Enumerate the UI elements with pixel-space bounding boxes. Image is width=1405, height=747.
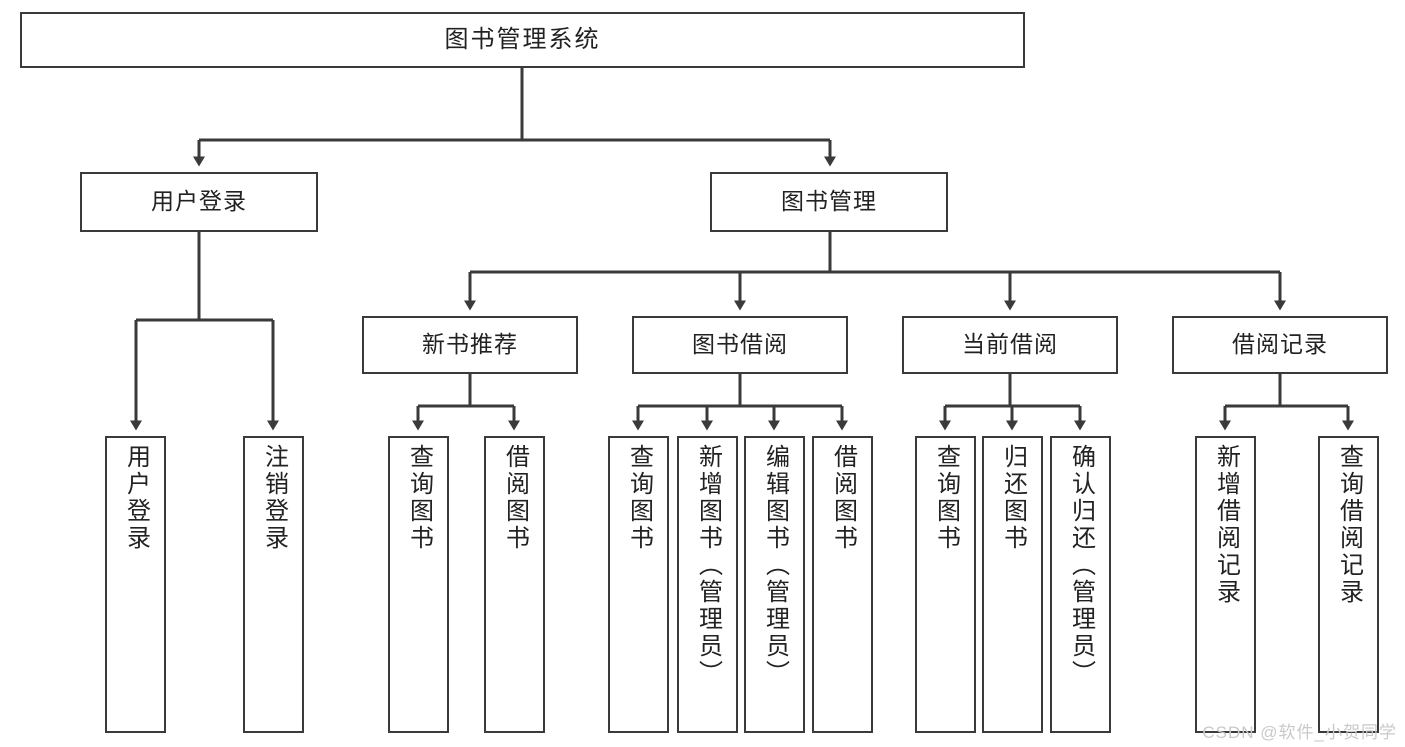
node-book-borrow[interactable]: 图书借阅 [632, 316, 848, 374]
node-leaf-query-book-1-label: 查询图书 [405, 444, 433, 552]
node-leaf-edit-book-label: 编辑图书（管理员） [761, 444, 789, 687]
node-leaf-query-book-1[interactable]: 查询图书 [388, 436, 449, 733]
node-current-borrow[interactable]: 当前借阅 [902, 316, 1118, 374]
node-book-manage[interactable]: 图书管理 [710, 172, 948, 232]
node-book-manage-label: 图书管理 [781, 188, 877, 215]
node-leaf-borrow-book-2[interactable]: 借阅图书 [812, 436, 873, 733]
node-leaf-query-book-3[interactable]: 查询图书 [915, 436, 976, 733]
node-leaf-query-book-2-label: 查询图书 [625, 444, 653, 552]
node-leaf-confirm-return[interactable]: 确认归还（管理员） [1050, 436, 1111, 733]
node-leaf-add-book-label: 新增图书（管理员） [694, 444, 722, 687]
node-leaf-borrow-book-1-label: 借阅图书 [501, 444, 529, 552]
node-leaf-return-book[interactable]: 归还图书 [982, 436, 1043, 733]
node-new-book-rec[interactable]: 新书推荐 [362, 316, 578, 374]
node-current-borrow-label: 当前借阅 [962, 331, 1058, 358]
node-leaf-borrow-book-2-label: 借阅图书 [829, 444, 857, 552]
node-root-label: 图书管理系统 [444, 25, 601, 53]
node-leaf-borrow-book-1[interactable]: 借阅图书 [484, 436, 545, 733]
node-borrow-record-label: 借阅记录 [1232, 331, 1328, 358]
watermark: CSDN @软件_小贺同学 [1202, 723, 1397, 742]
node-leaf-query-book-2[interactable]: 查询图书 [608, 436, 669, 733]
node-new-book-rec-label: 新书推荐 [422, 331, 518, 358]
node-leaf-add-record-label: 新增借阅记录 [1212, 444, 1240, 606]
node-leaf-query-book-3-label: 查询图书 [932, 444, 960, 552]
node-book-borrow-label: 图书借阅 [692, 331, 788, 358]
node-leaf-query-record-label: 查询借阅记录 [1335, 444, 1363, 606]
node-leaf-user-login-label: 用户登录 [122, 444, 150, 552]
node-leaf-logout[interactable]: 注销登录 [243, 436, 304, 733]
node-leaf-return-book-label: 归还图书 [999, 444, 1027, 552]
node-leaf-user-login[interactable]: 用户登录 [105, 436, 166, 733]
node-leaf-confirm-return-label: 确认归还（管理员） [1067, 444, 1095, 687]
node-leaf-query-record[interactable]: 查询借阅记录 [1318, 436, 1379, 733]
node-borrow-record[interactable]: 借阅记录 [1172, 316, 1388, 374]
node-user-login[interactable]: 用户登录 [80, 172, 318, 232]
node-user-login-label: 用户登录 [151, 188, 247, 215]
node-leaf-logout-label: 注销登录 [260, 444, 288, 552]
node-root[interactable]: 图书管理系统 [20, 12, 1025, 68]
node-leaf-edit-book[interactable]: 编辑图书（管理员） [744, 436, 805, 733]
node-leaf-add-book[interactable]: 新增图书（管理员） [677, 436, 738, 733]
node-leaf-add-record[interactable]: 新增借阅记录 [1195, 436, 1256, 733]
